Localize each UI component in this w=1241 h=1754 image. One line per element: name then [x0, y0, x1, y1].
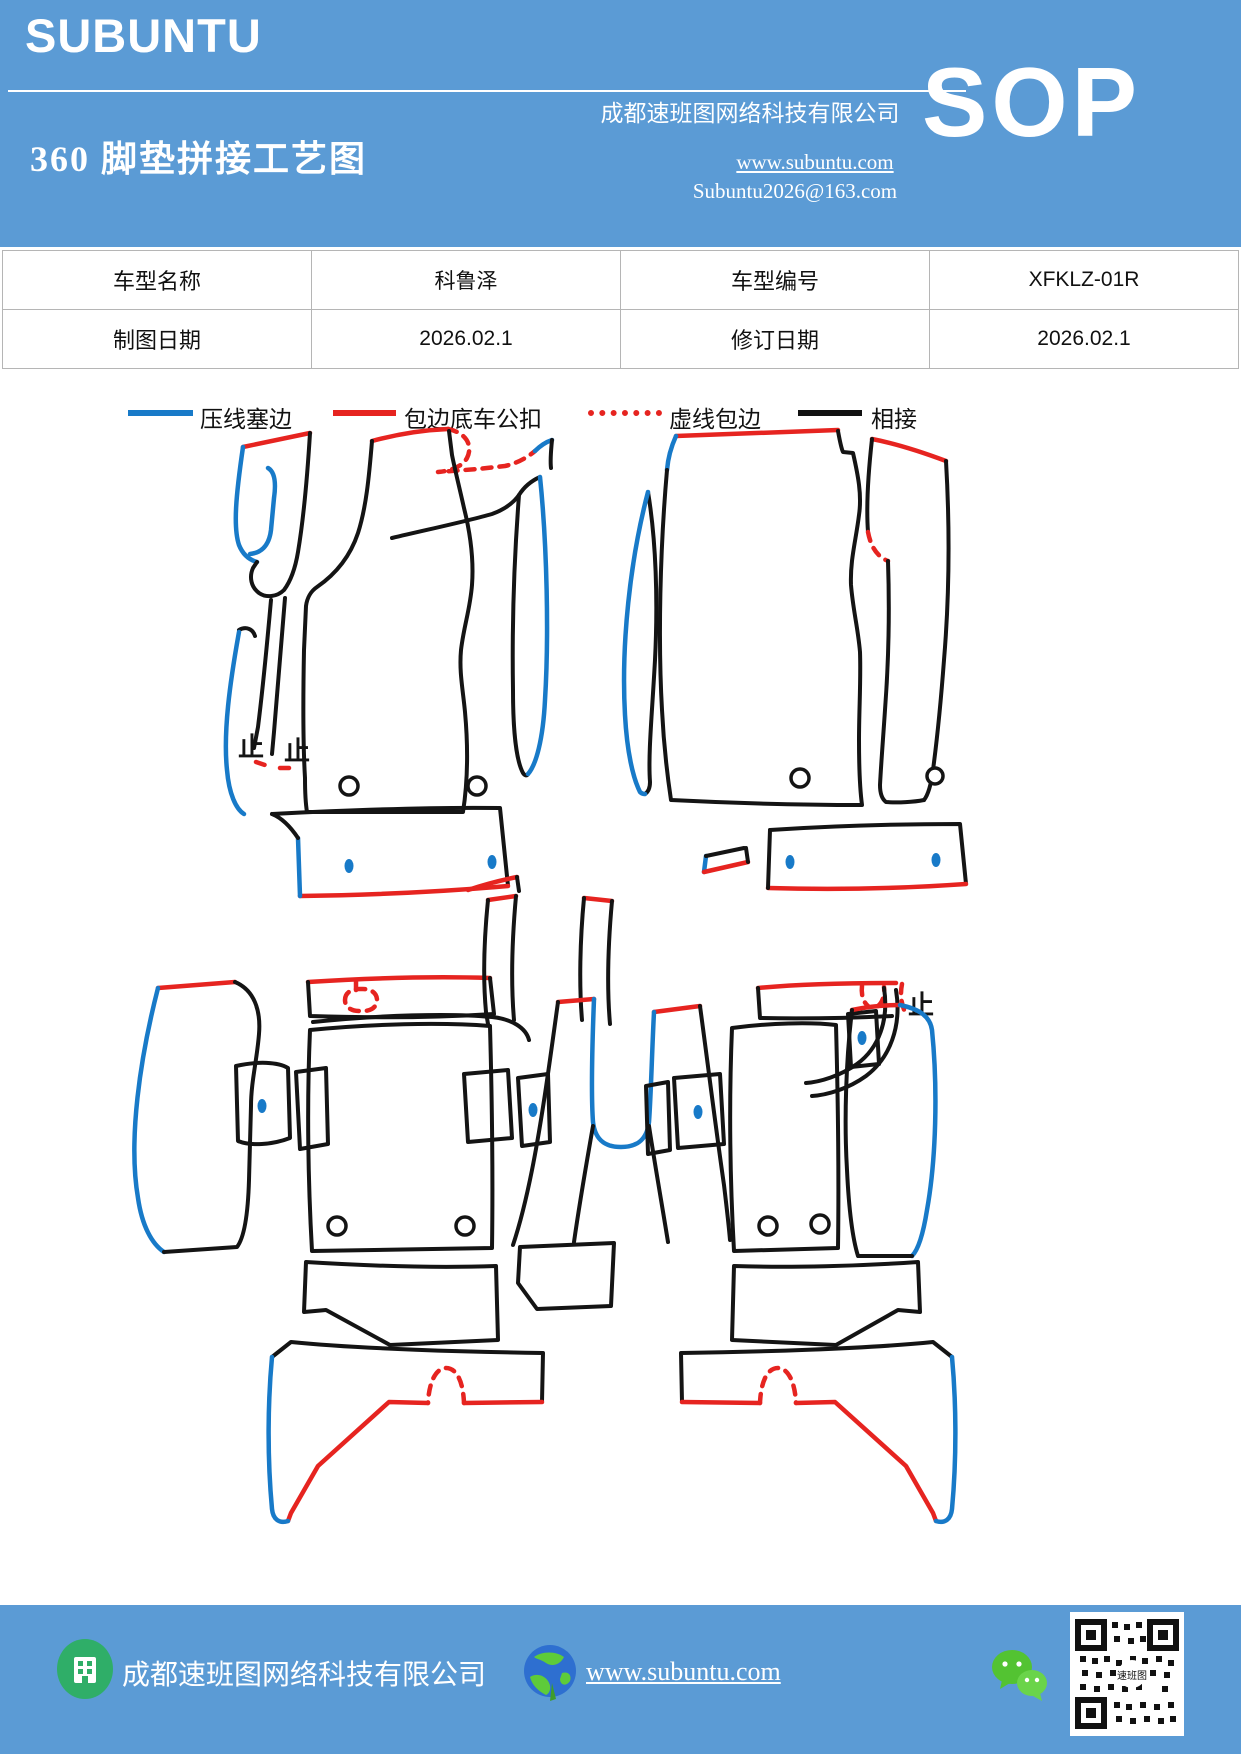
footer-website-link[interactable]: www.subuntu.com [586, 1657, 781, 1686]
legend: 压线塞边 包边底车公扣 虚线包边 相接 [0, 398, 1241, 438]
legend-label-dashed-wrap: 虚线包边 [669, 407, 761, 432]
legend-label-join: 相接 [871, 407, 917, 432]
rear-left-mat-group [132, 974, 552, 1255]
building-icon [57, 1639, 113, 1699]
legend-label-press-line: 压线塞边 [200, 407, 292, 432]
legend-blue-line-swatch [128, 410, 193, 416]
sop-badge: SOP [922, 47, 1141, 157]
header-divider [8, 90, 966, 92]
page-header: SUBUNTU 360 脚垫拼接工艺图 成都速班图网络科技有限公司 www.su… [0, 0, 1241, 247]
front-left-mat-group: 止 止 [223, 426, 555, 899]
brand-logo: SUBUNTU [25, 9, 262, 62]
draw-date-value: 2026.02.1 [311, 309, 621, 369]
model-name-label: 车型名称 [2, 250, 312, 310]
legend-label-edge-buckle: 包边底车公扣 [404, 407, 542, 432]
legend-black-line-swatch [798, 410, 862, 416]
header-company-name: 成都速班图网络科技有限公司 [600, 101, 900, 126]
legend-dotted-line-swatch [588, 410, 662, 416]
qr-code: 速班图 [1070, 1612, 1184, 1736]
page-title: 360 脚垫拼接工艺图 [30, 139, 368, 179]
model-code-label: 车型编号 [620, 250, 930, 310]
vehicle-info-table: 车型名称 科鲁泽 车型编号 XFKLZ-01R 制图日期 2026.02.1 修… [2, 250, 1239, 369]
table-row: 制图日期 2026.02.1 修订日期 2026.02.1 [2, 309, 1239, 369]
wechat-icon [992, 1650, 1047, 1701]
header-email: Subuntu2026@163.com [692, 179, 898, 203]
svg-text:速班图: 速班图 [1117, 1670, 1147, 1682]
front-right-mat-group [621, 427, 969, 892]
stop-mark: 止 [238, 733, 264, 762]
revision-date-label: 修订日期 [620, 309, 930, 369]
table-row: 车型名称 科鲁泽 车型编号 XFKLZ-01R [2, 250, 1239, 310]
globe-icon [524, 1645, 576, 1701]
legend-red-line-swatch [333, 410, 396, 416]
stop-mark: 止 [284, 737, 310, 766]
stop-mark: 止 [908, 991, 934, 1020]
revision-date-value: 2026.02.1 [929, 309, 1239, 369]
center-tunnel-group [482, 893, 732, 1311]
footer-company-name: 成都速班图网络科技有限公司 [122, 1660, 487, 1691]
header-website-link[interactable]: www.subuntu.com [736, 150, 894, 174]
model-code-value: XFKLZ-01R [929, 250, 1239, 310]
draw-date-label: 制图日期 [2, 309, 312, 369]
page-footer: 成都速班图网络科技有限公司 www.subuntu.com [0, 1605, 1241, 1754]
model-name-value: 科鲁泽 [311, 250, 621, 310]
rear-left-lower-group [266, 1260, 545, 1525]
rear-right-mat-group: 止 [644, 980, 958, 1525]
